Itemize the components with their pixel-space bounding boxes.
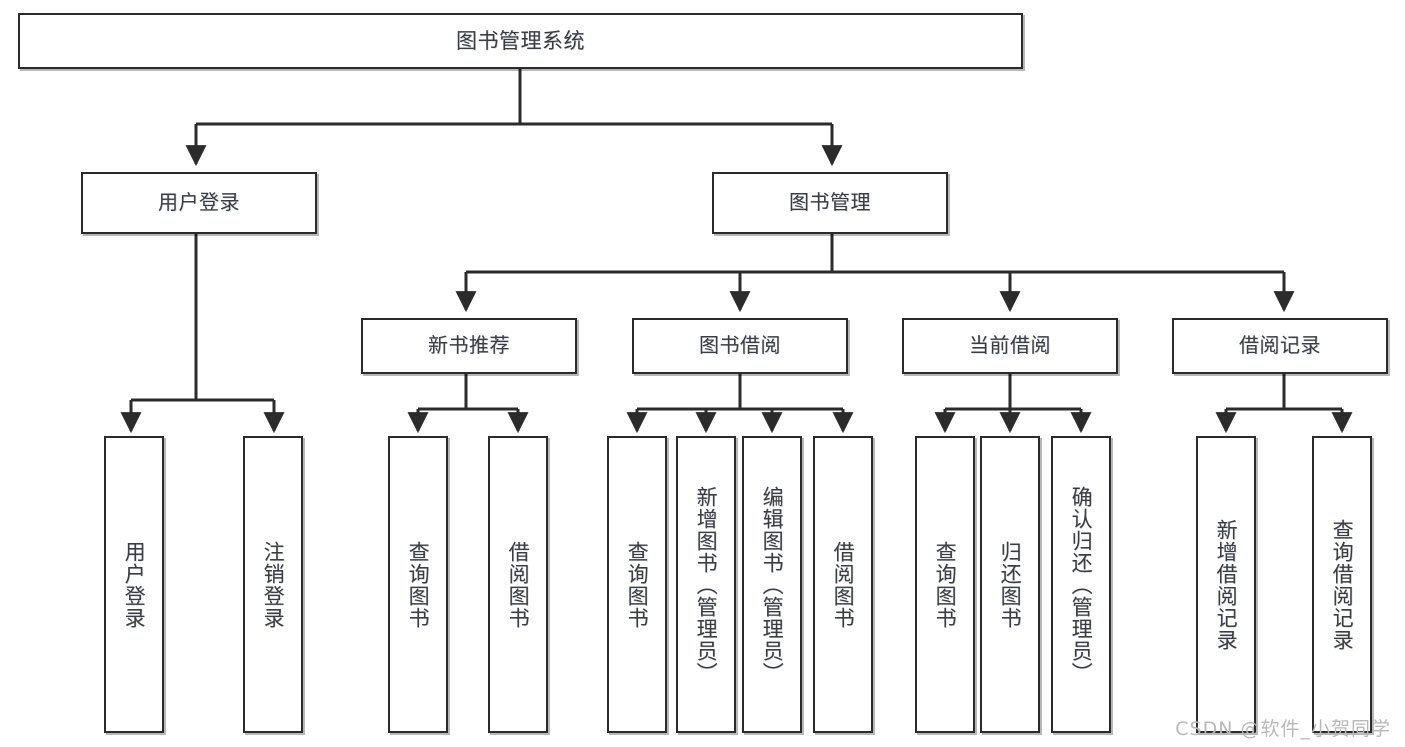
node-book-management[interactable]: 图书管理 — [712, 172, 948, 234]
node-user-login[interactable]: 用户登录 — [81, 172, 317, 234]
leaf-return-book-label: 归还图书 — [998, 540, 1023, 629]
node-root[interactable]: 图书管理系统 — [18, 13, 1023, 69]
leaf-confirm-return-admin-label: 确认归还（管理员） — [1069, 485, 1094, 684]
node-current-borrow-label: 当前借阅 — [969, 333, 1051, 358]
leaf-edit-book-admin-label: 编辑图书（管理员） — [760, 485, 785, 684]
node-root-label: 图书管理系统 — [456, 28, 585, 53]
node-current-borrow[interactable]: 当前借阅 — [902, 318, 1118, 374]
node-book-borrow-label: 图书借阅 — [699, 333, 781, 358]
leaf-query-book-new-label: 查询图书 — [406, 540, 431, 629]
leaf-query-borrow-record[interactable]: 查询借阅记录 — [1312, 436, 1372, 733]
leaf-query-borrow-record-label: 查询借阅记录 — [1330, 518, 1355, 651]
leaf-user-login-label: 用户登录 — [122, 540, 147, 629]
leaf-logout[interactable]: 注销登录 — [243, 436, 303, 733]
leaf-edit-book-admin[interactable]: 编辑图书（管理员） — [742, 436, 802, 733]
leaf-add-borrow-record-label: 新增借阅记录 — [1214, 518, 1239, 651]
leaf-return-book[interactable]: 归还图书 — [980, 436, 1040, 733]
node-user-login-label: 用户登录 — [158, 190, 240, 215]
leaf-query-book-borrow-label: 查询图书 — [625, 540, 650, 629]
leaf-borrow-book-label: 借阅图书 — [831, 540, 856, 629]
node-book-management-label: 图书管理 — [789, 190, 871, 215]
leaf-query-book-borrow[interactable]: 查询图书 — [607, 436, 667, 733]
node-borrow-record-label: 借阅记录 — [1239, 333, 1321, 358]
leaf-borrow-book[interactable]: 借阅图书 — [813, 436, 873, 733]
leaf-add-book-admin[interactable]: 新增图书（管理员） — [676, 436, 736, 733]
node-book-borrow[interactable]: 图书借阅 — [632, 318, 848, 374]
leaf-query-book-current-label: 查询图书 — [933, 540, 958, 629]
leaf-add-book-admin-label: 新增图书（管理员） — [694, 485, 719, 684]
leaf-confirm-return-admin[interactable]: 确认归还（管理员） — [1051, 436, 1111, 733]
leaf-add-borrow-record[interactable]: 新增借阅记录 — [1196, 436, 1256, 733]
leaf-query-book-current[interactable]: 查询图书 — [915, 436, 975, 733]
watermark-text: CSDN @软件_小贺同学 — [1175, 718, 1391, 740]
leaf-user-login[interactable]: 用户登录 — [104, 436, 164, 733]
node-new-book-recommend[interactable]: 新书推荐 — [361, 318, 577, 374]
leaf-logout-label: 注销登录 — [261, 540, 286, 629]
node-borrow-record[interactable]: 借阅记录 — [1172, 318, 1388, 374]
leaf-borrow-book-new-label: 借阅图书 — [506, 540, 531, 629]
node-new-book-recommend-label: 新书推荐 — [428, 333, 510, 358]
leaf-borrow-book-new[interactable]: 借阅图书 — [488, 436, 548, 733]
leaf-query-book-new[interactable]: 查询图书 — [388, 436, 448, 733]
